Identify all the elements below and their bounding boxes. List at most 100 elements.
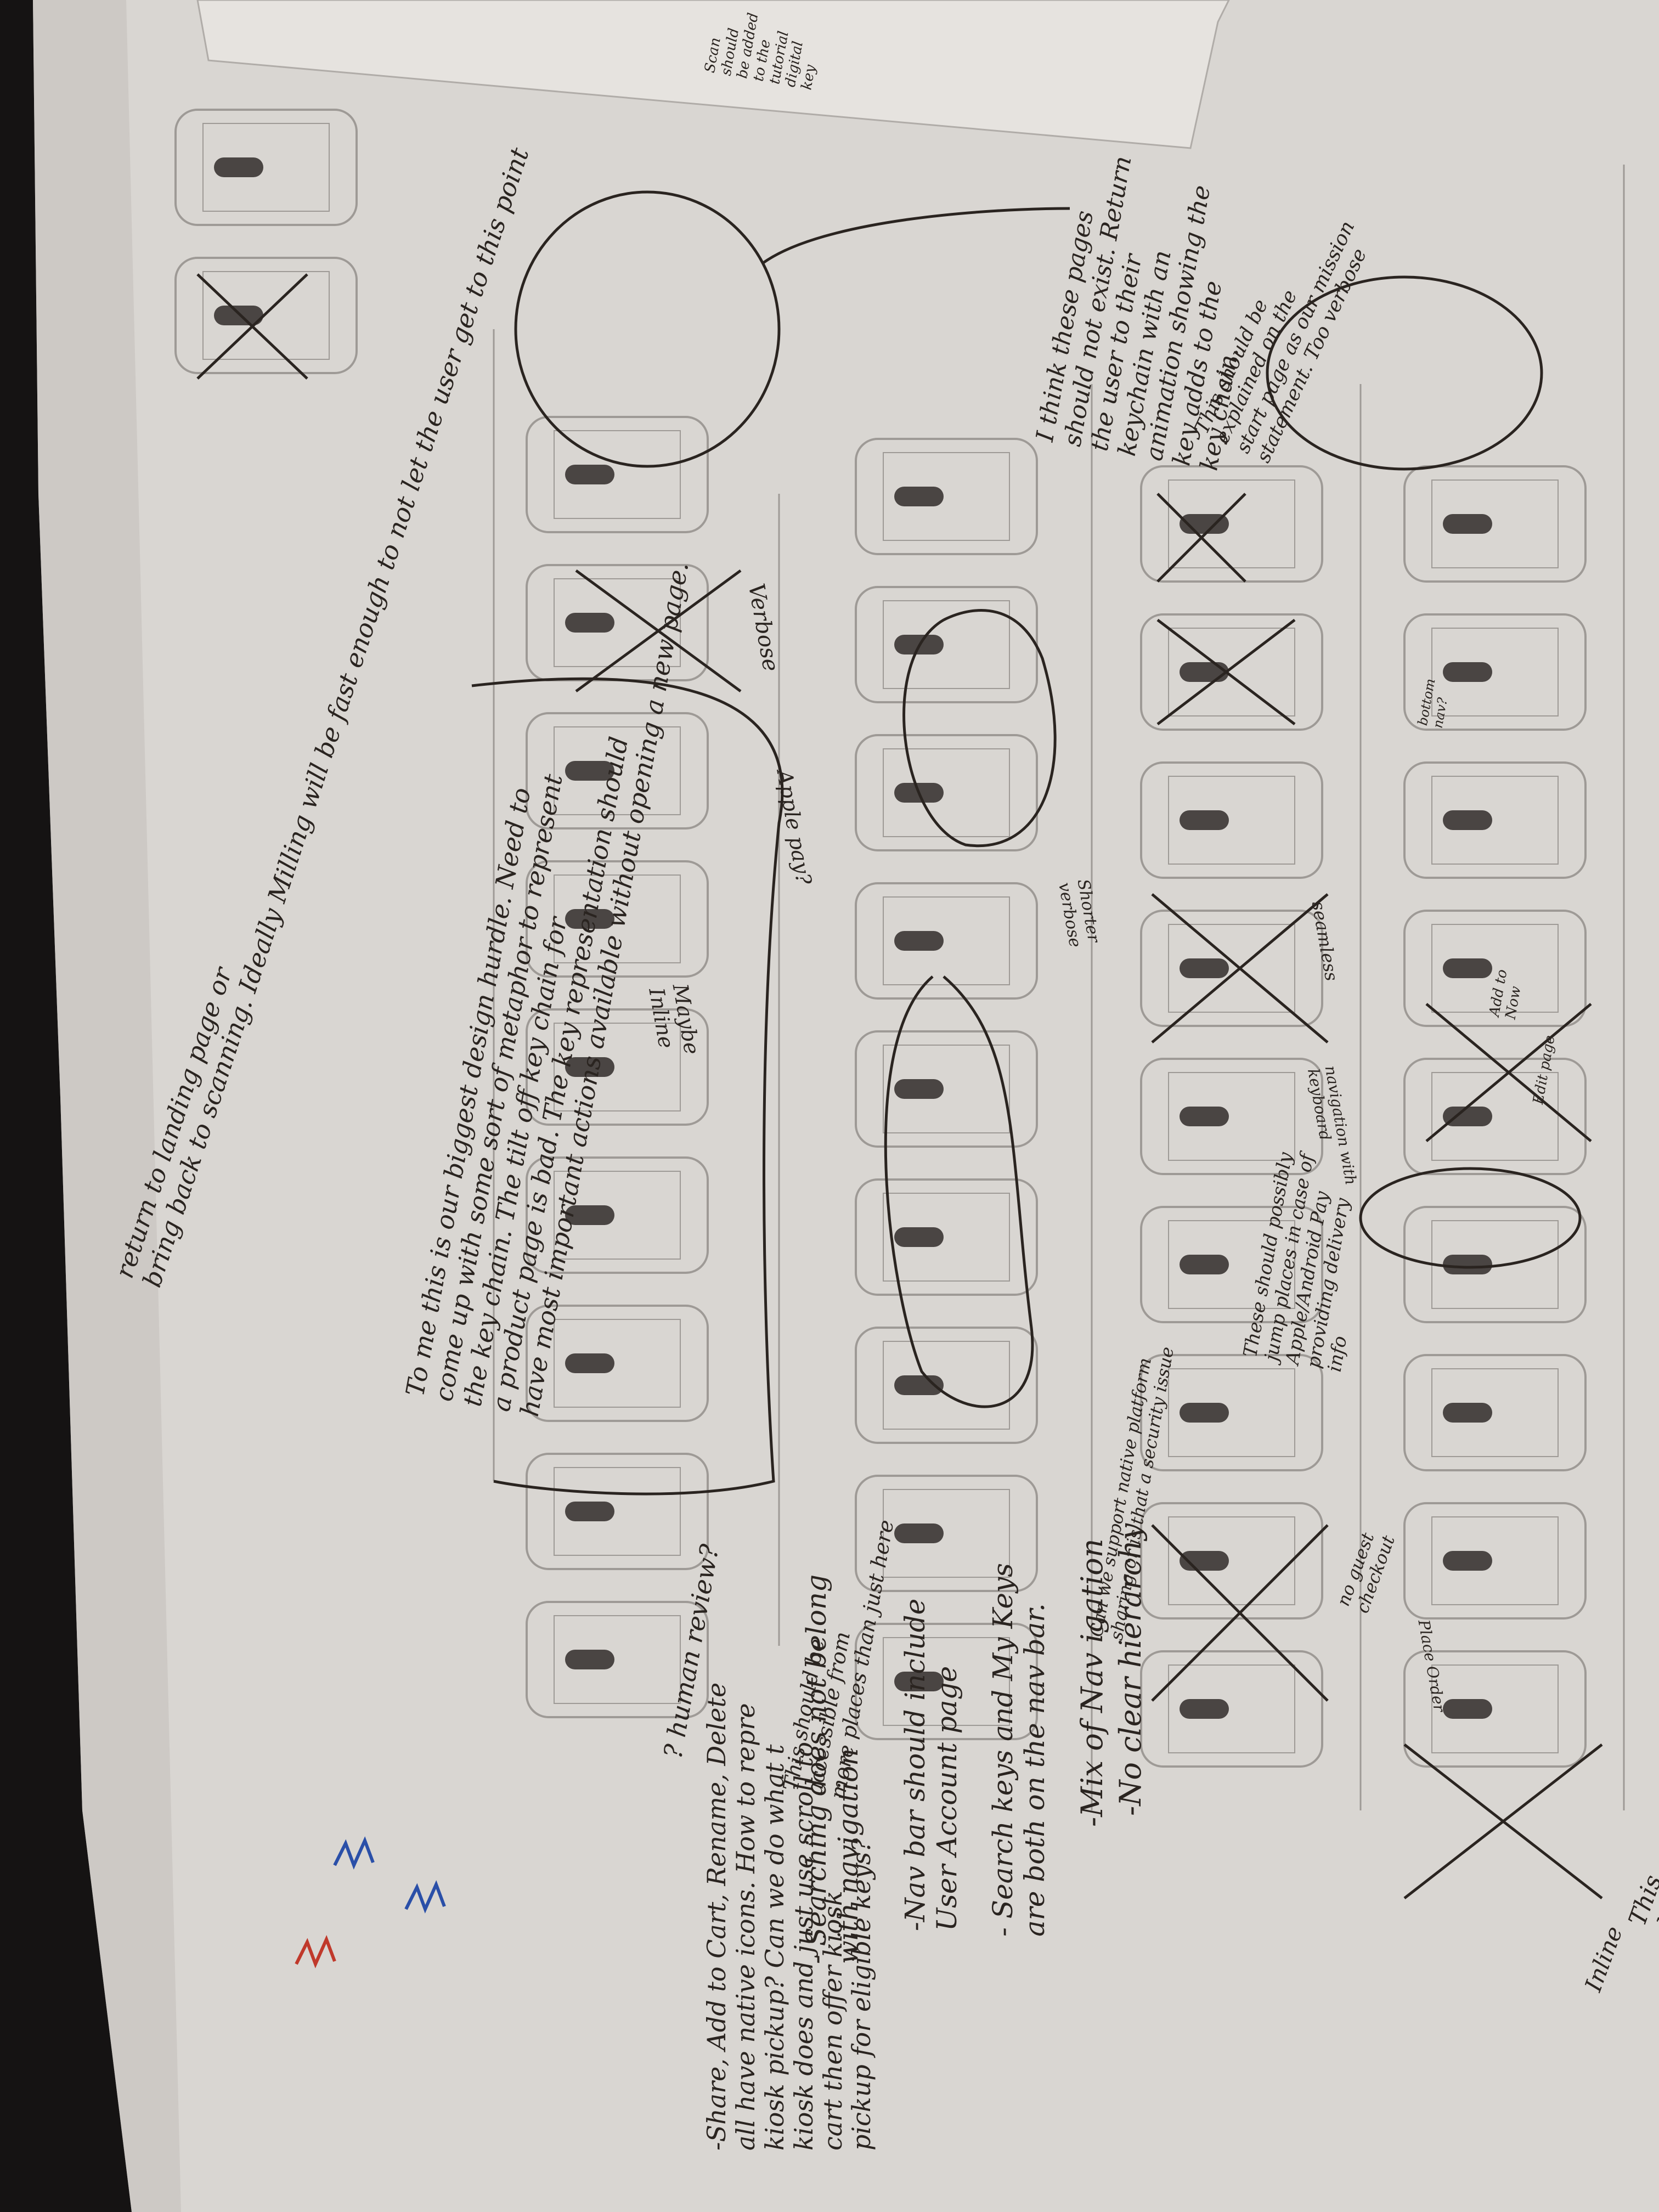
- wireframe-phone: [855, 1178, 1038, 1296]
- wireframe-phone: [526, 1305, 709, 1422]
- wireframe-button: [1180, 1107, 1229, 1126]
- wireframe-phone: [855, 1475, 1038, 1592]
- wireframe-phone: [1140, 613, 1323, 731]
- wireframe-phone: [526, 1156, 709, 1274]
- x-mark-8: [196, 273, 308, 380]
- wireframe-button: [1443, 810, 1492, 830]
- wireframe-button: [565, 1205, 614, 1225]
- wireframe-screen: [554, 1615, 681, 1704]
- wireframe-screen: [883, 896, 1010, 985]
- wireframe-phone: [855, 1030, 1038, 1148]
- wireframe-screen: [554, 430, 681, 519]
- wireframe-screen: [883, 452, 1010, 541]
- wireframe-button: [894, 1079, 944, 1099]
- wireframe-phone: [1403, 910, 1587, 1027]
- wireframe-screen: [1168, 776, 1295, 865]
- wireframe-screen: [1168, 924, 1295, 1013]
- wireframe-screen: [1431, 479, 1559, 568]
- wireframe-phone: [855, 882, 1038, 1000]
- wireframe-phone: [1403, 1650, 1587, 1768]
- wireframe-button: [1443, 1107, 1492, 1126]
- blue-scribble-1: [404, 1880, 446, 1914]
- wireframe-screen: [1431, 1368, 1559, 1457]
- wireframe-phone: [855, 734, 1038, 851]
- wireframe-phone: [1140, 761, 1323, 879]
- wireframe-screen: [1431, 776, 1559, 865]
- loop-key-middle: [902, 609, 1057, 848]
- wireframe-button: [1180, 662, 1229, 682]
- wireframe-button: [565, 909, 614, 929]
- wireframe-phone: [1403, 1354, 1587, 1471]
- attached-sheet: [196, 0, 1230, 149]
- paper-sheet: [33, 0, 1659, 2212]
- wireframe-button: [1443, 662, 1492, 682]
- wireframe-screen: [1168, 628, 1295, 716]
- wireframe-screen: [883, 1489, 1010, 1578]
- wireframe-phone: [1403, 761, 1587, 879]
- red-scribble: [295, 1935, 336, 1968]
- wireframe-button: [1180, 958, 1229, 978]
- wireframe-button: [894, 931, 944, 951]
- wireframe-button: [565, 1502, 614, 1521]
- wireframe-phone: [1140, 1502, 1323, 1620]
- wireframe-phone: [1403, 1206, 1587, 1323]
- wireframe-phone: [526, 1601, 709, 1718]
- wireframe-screen: [1431, 1516, 1559, 1605]
- wireframe-phone: [1140, 1650, 1323, 1768]
- wireframe-phone: [1403, 1502, 1587, 1620]
- wireframe-phone: [526, 416, 709, 533]
- wireframe-button: [565, 761, 614, 781]
- wireframe-button: [894, 1672, 944, 1691]
- x-mark-7: [575, 569, 742, 693]
- wireframe-screen: [883, 1045, 1010, 1133]
- wireframe-screen: [1168, 1368, 1295, 1457]
- wireframe-button: [1443, 514, 1492, 534]
- wireframe-button: [1443, 1699, 1492, 1719]
- wireframe-button: [565, 465, 614, 484]
- wireframe-phone: [526, 712, 709, 830]
- wireframe-screen: [1431, 1072, 1559, 1161]
- wireframe-button: [1180, 1403, 1229, 1423]
- wireframe-phone: [174, 109, 358, 226]
- wireframe-phone: [1140, 1354, 1323, 1471]
- wireframe-screen: [554, 874, 681, 963]
- wireframe-phone: [855, 1327, 1038, 1444]
- circle-keychain-left: [514, 190, 781, 468]
- wireframe-phone: [1140, 1058, 1323, 1175]
- x-mark-3: [1151, 893, 1329, 1043]
- blue-scribble-2: [333, 1836, 375, 1870]
- wireframe-screen: [1431, 1664, 1559, 1753]
- wireframe-button: [1180, 810, 1229, 830]
- wireframe-phone: [526, 860, 709, 978]
- wireframe-screen: [883, 1341, 1010, 1430]
- wireframe-screen: [883, 1637, 1010, 1726]
- wireframe-phone: [1140, 910, 1323, 1027]
- wireframe-button: [894, 1227, 944, 1247]
- x-mark-6: [1403, 1743, 1603, 1899]
- wireframe-button: [894, 487, 944, 506]
- wireframe-button: [565, 1353, 614, 1373]
- wireframe-phone: [526, 1008, 709, 1126]
- wireframe-screen: [554, 1467, 681, 1556]
- wireframe-grid: [174, 109, 1625, 1810]
- wireframe-screen: [202, 271, 330, 360]
- wireframe-phone: [855, 1623, 1038, 1740]
- wireframe-phone: [174, 257, 358, 374]
- wireframe-phone: [1140, 465, 1323, 583]
- wireframe-screen: [1168, 1072, 1295, 1161]
- wireframe-phone: [526, 1453, 709, 1570]
- wireframe-button: [565, 613, 614, 633]
- wireframe-screen: [202, 123, 330, 212]
- wireframe-screen: [554, 578, 681, 667]
- wireframe-button: [1443, 1551, 1492, 1571]
- wireframe-screen: [883, 748, 1010, 837]
- wireframe-button: [565, 1057, 614, 1077]
- wireframe-button: [1443, 958, 1492, 978]
- wireframe-button: [1180, 1699, 1229, 1719]
- wireframe-button: [214, 306, 263, 325]
- wireframe-phone: [1403, 613, 1587, 731]
- big-loop-column: [884, 975, 1034, 1408]
- wireframe-screen: [883, 600, 1010, 689]
- wireframe-screen: [1168, 1664, 1295, 1753]
